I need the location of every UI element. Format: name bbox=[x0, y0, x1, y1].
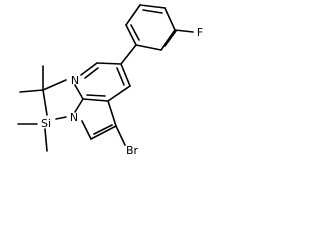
atom-label-si: Si bbox=[41, 117, 51, 130]
bond-ar4-ar5 bbox=[139, 4, 166, 9]
bond-n7-c6-double bbox=[84, 67, 99, 79]
bond-ar4-ar5-double bbox=[142, 9, 163, 14]
bond-si-me2 bbox=[44, 128, 48, 152]
bond-c3a-c7a-double bbox=[86, 94, 106, 97]
atom-label-n7: N bbox=[71, 74, 79, 87]
bond-ar5-ar6 bbox=[125, 4, 141, 26]
bond-n7-c7a bbox=[74, 84, 84, 100]
bond-tbu-me2 bbox=[19, 89, 44, 93]
bond-c2-c3 bbox=[90, 125, 117, 140]
bond-c4-c3a bbox=[107, 85, 131, 102]
bond-c3a-c7a bbox=[82, 98, 109, 102]
bond-ar3-f bbox=[174, 29, 194, 33]
atom-label-br: Br bbox=[126, 144, 139, 157]
bond-c5-aryl bbox=[120, 44, 137, 65]
bond-si-c-tbu bbox=[42, 89, 48, 116]
bond-ar2-ar3 bbox=[160, 29, 176, 51]
bond-ar2-ar3-double bbox=[164, 30, 177, 47]
bond-c5-c4 bbox=[120, 63, 131, 87]
bond-n7-c6 bbox=[80, 62, 98, 76]
bond-n1-si bbox=[55, 116, 67, 120]
bond-c2-c3-double bbox=[93, 124, 113, 135]
bond-ar1-ar2 bbox=[135, 44, 162, 51]
bond-c5-c4-double bbox=[116, 67, 125, 86]
atom-labels: N N Si Br F bbox=[41, 26, 203, 157]
bond-n1-c2 bbox=[81, 120, 92, 140]
bond-ar6-ar1 bbox=[125, 24, 137, 46]
bond-c7a-n1 bbox=[74, 98, 84, 113]
bonds bbox=[17, 4, 194, 152]
structure-diagram: N N Si Br F bbox=[17, 4, 203, 157]
bond-c3-c3a bbox=[107, 100, 117, 127]
bond-ar3-ar4 bbox=[164, 7, 176, 31]
bond-c6-c5 bbox=[96, 62, 122, 65]
bond-ar6-ar1-double bbox=[130, 24, 140, 41]
atom-label-f: F bbox=[197, 26, 203, 39]
atom-label-n1: N bbox=[70, 111, 78, 124]
bond-c3-br bbox=[115, 125, 126, 146]
bond-tbu-me3 bbox=[42, 79, 67, 91]
